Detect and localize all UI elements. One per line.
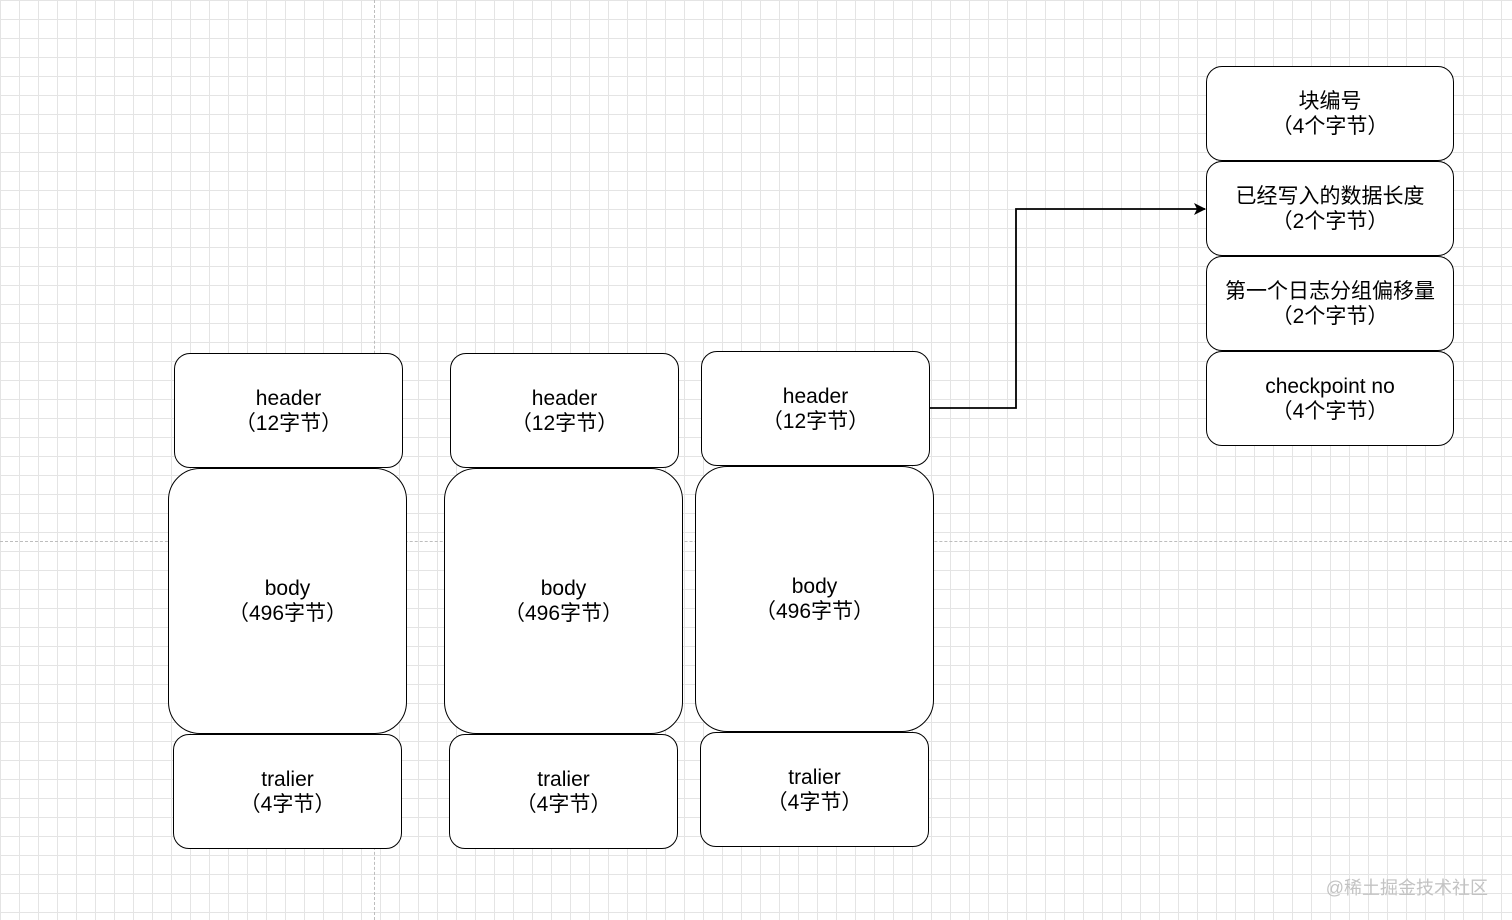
column-1-header-box: header （12字节） — [174, 353, 403, 468]
header-field-first-group-offset-title: 第一个日志分组偏移量 — [1225, 279, 1435, 303]
column-1-body-title: body — [264, 577, 311, 600]
header-field-data-length-size: （2个字节） — [1271, 209, 1389, 233]
column-2-header-size: （12字节） — [510, 411, 619, 435]
header-field-block-number: 块编号 （4个字节） — [1206, 66, 1454, 161]
column-1-body-size: （496字节） — [227, 602, 348, 625]
column-3-body-size: （496字节） — [754, 600, 875, 623]
header-field-checkpoint-no-size: （4个字节） — [1271, 399, 1389, 423]
column-2-body-box: body （496字节） — [444, 468, 683, 734]
column-1-trailer-box: tralier （4字节） — [173, 734, 402, 849]
header-field-first-group-offset: 第一个日志分组偏移量 （2个字节） — [1206, 256, 1454, 351]
column-1-trailer-title: tralier — [261, 767, 314, 791]
column-2-trailer-size: （4字节） — [515, 792, 612, 816]
header-field-checkpoint-no-title: checkpoint no — [1265, 374, 1395, 398]
column-2-header-box: header （12字节） — [450, 353, 679, 468]
column-2-body-title: body — [540, 577, 587, 600]
column-3-trailer-box: tralier （4字节） — [700, 732, 929, 847]
column-3-trailer-title: tralier — [788, 765, 841, 789]
column-2-body-size: （496字节） — [503, 602, 624, 625]
header-field-data-length: 已经写入的数据长度 （2个字节） — [1206, 161, 1454, 256]
column-3-header-box: header （12字节） — [701, 351, 930, 466]
header-field-block-number-size: （4个字节） — [1271, 114, 1389, 138]
column-1-body-box: body （496字节） — [168, 468, 407, 734]
column-1-header-title: header — [255, 386, 322, 410]
header-field-first-group-offset-size: （2个字节） — [1271, 304, 1389, 328]
header-field-block-number-title: 块编号 — [1298, 89, 1362, 113]
header-field-data-length-title: 已经写入的数据长度 — [1235, 184, 1425, 208]
column-2-trailer-box: tralier （4字节） — [449, 734, 678, 849]
header-to-fields-arrow — [930, 203, 1206, 409]
column-3-body-title: body — [791, 575, 838, 598]
column-2-header-title: header — [531, 386, 598, 410]
column-3-header-title: header — [782, 384, 849, 408]
header-field-checkpoint-no: checkpoint no （4个字节） — [1206, 351, 1454, 446]
column-2-trailer-title: tralier — [537, 767, 590, 791]
column-3-trailer-size: （4字节） — [766, 790, 863, 814]
column-3-header-size: （12字节） — [761, 409, 870, 433]
column-3-body-box: body （496字节） — [695, 466, 934, 732]
column-1-trailer-size: （4字节） — [239, 792, 336, 816]
column-1-header-size: （12字节） — [234, 411, 343, 435]
watermark-text: @稀土掘金技术社区 — [1325, 878, 1488, 898]
